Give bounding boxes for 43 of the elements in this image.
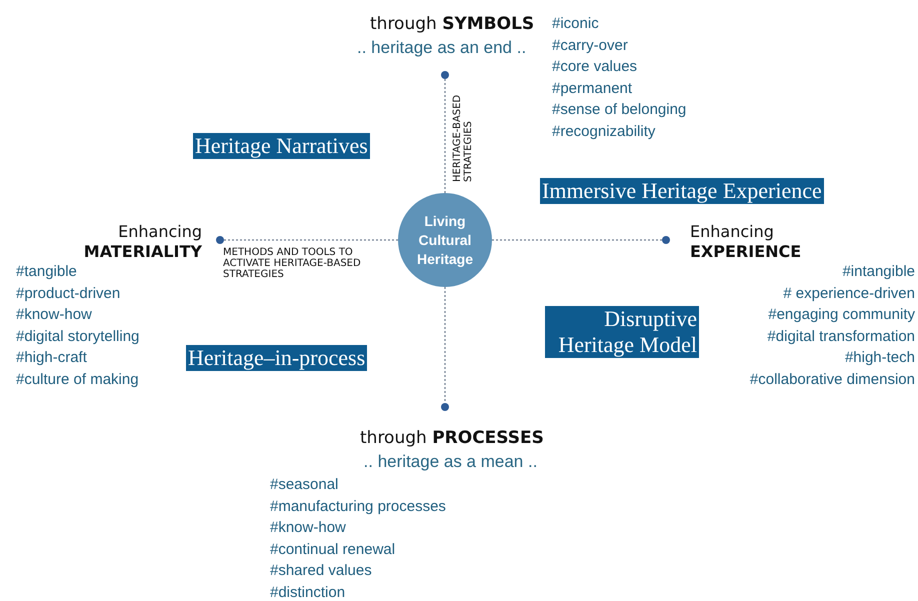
hashtag: #iconic	[552, 15, 599, 33]
hashtag: #core values	[552, 58, 638, 76]
hashtag: #recognizability	[552, 122, 656, 140]
hashtag: #shared values	[270, 562, 372, 580]
axis-label: METHODS AND TOOLS TO ACTIVATE HERITAGE-BASED STRATEGIES	[223, 247, 362, 280]
axis-end-dot	[216, 236, 224, 244]
axis-end-dot	[441, 71, 449, 79]
hashtag: #carry-over	[552, 36, 628, 54]
heading-band: Disruptive Heritage Model	[545, 306, 699, 358]
hashtag: #seasonal	[270, 476, 338, 494]
hashtag: #collaborative dimension	[750, 370, 915, 388]
hashtag: #engaging community	[768, 306, 915, 324]
heading-band: Heritage Narratives	[193, 133, 370, 159]
hashtag: #high-tech	[844, 349, 915, 367]
axis-subtitle: .. heritage as an end ..	[357, 38, 526, 58]
heading-band: Immersive Heritage Experience	[540, 178, 824, 204]
hashtag: #know-how	[16, 306, 92, 324]
axis-subtitle: .. heritage as a mean ..	[363, 452, 538, 472]
axis-end-dot	[662, 236, 670, 244]
hashtag: #high-craft	[16, 349, 87, 367]
hashtag: #continual renewal	[270, 540, 396, 558]
heading-band: Heritage–in-process	[186, 345, 368, 371]
axis-heading: through SYMBOLS	[370, 14, 534, 34]
axis-line	[444, 286, 446, 404]
hashtag: # experience-driven	[783, 284, 915, 302]
axis-heading: Enhancing MATERIALITY	[82, 222, 202, 262]
hashtag: #tangible	[16, 263, 77, 281]
axis-heading: through PROCESSES	[360, 428, 544, 448]
axis-heading: Enhancing EXPERIENCE	[690, 222, 802, 262]
hashtag: #culture of making	[16, 370, 139, 388]
hashtag: #product-driven	[16, 284, 120, 302]
hashtag: #know-how	[270, 519, 346, 537]
hashtag: #digital transformation	[767, 328, 915, 346]
hashtag: #distinction	[270, 584, 346, 601]
hashtag: #sense of belonging	[552, 101, 686, 119]
hashtag: #digital storytelling	[16, 328, 140, 346]
axis-end-dot	[441, 403, 449, 411]
hashtag: #manufacturing processes	[270, 498, 446, 516]
axis-line	[444, 78, 446, 194]
axis-label: HERITAGE-BASED STRATEGIES	[452, 94, 474, 182]
center-circle: Living Cultural Heritage	[398, 193, 492, 287]
hashtag: #intangible	[842, 263, 915, 281]
hashtag: #permanent	[552, 80, 632, 98]
